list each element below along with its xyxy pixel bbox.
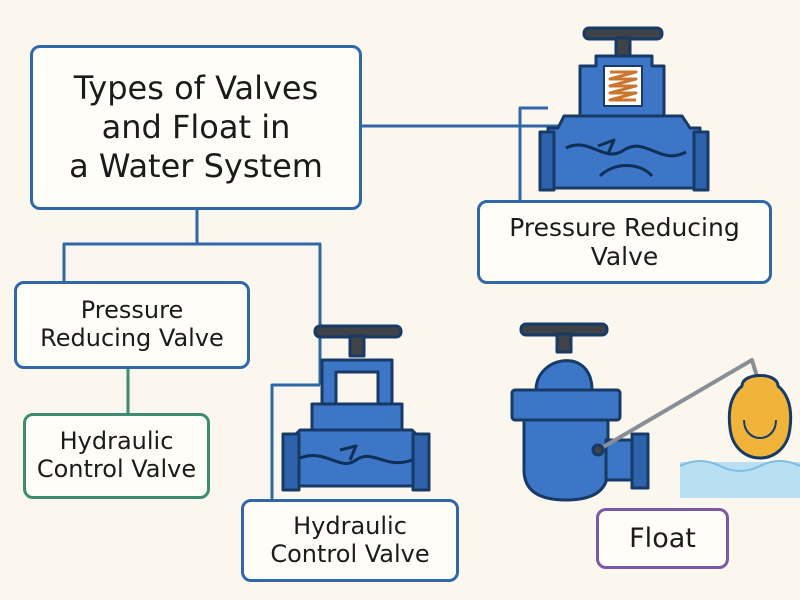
float-arm-pivot bbox=[591, 443, 605, 457]
float-valve-flange bbox=[510, 388, 622, 422]
water-wave bbox=[679, 460, 800, 472]
pressure-reducing-valve-label-left: Pressure Reducing Valve bbox=[14, 281, 250, 369]
label-line: Pressure Reducing bbox=[509, 213, 740, 242]
hydraulic-control-valve-label-center: Hydraulic Control Valve bbox=[241, 499, 459, 582]
hcv-left-flange bbox=[281, 432, 301, 492]
label-line: Control Valve bbox=[270, 539, 430, 568]
connector-center-valve-to-hcv-box bbox=[270, 383, 320, 499]
prv-body bbox=[546, 114, 702, 190]
float-valve-stem bbox=[555, 332, 573, 354]
hcv-body bbox=[290, 428, 422, 488]
label-line: Valve bbox=[590, 242, 659, 271]
prv-spring-icon bbox=[608, 70, 638, 102]
prv-stem bbox=[614, 36, 632, 58]
pressure-reducing-valve-label-top: Pressure Reducing Valve bbox=[477, 200, 772, 284]
label-line: Float bbox=[629, 522, 696, 554]
float-valve-outlet-flange bbox=[630, 432, 650, 490]
water-surface bbox=[680, 462, 800, 498]
title-box: Types of Valves and Float in a Water Sys… bbox=[30, 45, 362, 210]
title-line-3: a Water System bbox=[69, 147, 323, 186]
connector-top-valve-to-prv-box bbox=[518, 106, 548, 200]
float-ball-icon bbox=[727, 374, 793, 460]
title-line-2: and Float in bbox=[101, 107, 291, 146]
float-label: Float bbox=[596, 508, 729, 569]
prv-right-flange bbox=[692, 130, 710, 192]
float-arm bbox=[596, 358, 760, 452]
connector-trunk-left-branch bbox=[62, 242, 197, 281]
float-valve-illustration bbox=[510, 322, 800, 502]
connectors bbox=[62, 106, 560, 499]
prv-arrow-icon bbox=[597, 138, 616, 155]
prv-left-flange bbox=[538, 130, 556, 192]
float-ball-shine bbox=[743, 419, 777, 439]
hcv-arrow-icon bbox=[339, 444, 358, 461]
title-line-1: Types of Valves bbox=[73, 68, 319, 107]
hcv-flow-channel bbox=[299, 454, 413, 465]
hydraulic-control-valve-label-left: Hydraulic Control Valve bbox=[23, 413, 210, 499]
label-line: Reducing Valve bbox=[40, 324, 224, 352]
float-valve-body bbox=[522, 418, 610, 502]
label-line: Pressure bbox=[80, 296, 184, 325]
prv-lower-arc bbox=[598, 164, 654, 178]
hcv-bonnet bbox=[310, 402, 404, 432]
hcv-stem bbox=[348, 334, 366, 358]
label-line: Hydraulic bbox=[59, 427, 174, 456]
label-line: Control Valve bbox=[36, 455, 197, 483]
hydraulic-control-valve-illustration bbox=[281, 324, 431, 492]
float-valve-dome bbox=[534, 359, 594, 392]
label-line: Hydraulic bbox=[293, 511, 407, 540]
hcv-right-flange bbox=[411, 432, 431, 492]
prv-flow-channel bbox=[565, 143, 687, 158]
pressure-reducing-valve-illustration bbox=[538, 26, 710, 192]
